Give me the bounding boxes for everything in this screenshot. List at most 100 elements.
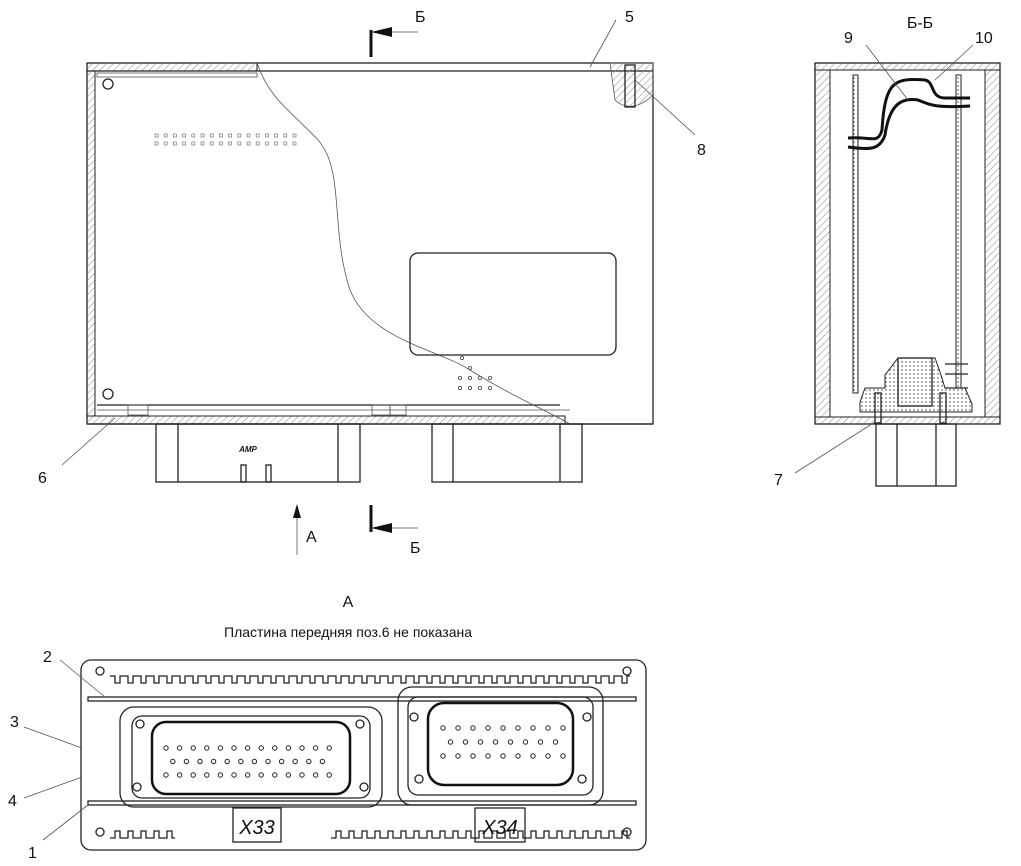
contact-pin [500,753,506,759]
contact-pin [455,725,461,731]
rail-top [87,696,637,702]
contact-pin [560,725,566,731]
label-window [409,252,617,356]
pin [292,133,297,138]
contact-pin [500,725,506,731]
callout-8: 8 [697,142,706,159]
pin [219,133,223,138]
connector-x34[interactable] [397,686,604,806]
contact-pin [462,739,469,745]
contact-pin [552,739,559,745]
contact-pin [197,758,203,765]
pin [173,133,177,138]
contact-pin [292,758,298,765]
pin [154,133,159,138]
connector-x33-body [155,423,361,483]
connector-x33[interactable] [119,706,383,808]
mount-hole-icon [102,78,114,90]
pin [219,141,223,146]
mount-hole-icon [102,388,114,400]
connector-label-x33: X33 [238,817,275,839]
pin [191,141,196,146]
contact-pin [190,745,196,751]
contact-pin [440,753,446,759]
contact-pin [204,745,210,751]
vent-hole [487,375,492,380]
pin [173,141,177,146]
contact-pin [190,772,196,778]
pin [182,133,186,138]
contact-pin [170,758,176,765]
callout-10: 10 [975,30,993,47]
contact-pin [204,772,210,778]
contact-pin [326,745,332,751]
contact-pin [447,739,454,745]
callout-6: 6 [38,470,47,487]
amp-logo: AMP [238,445,257,454]
contact-pin [515,753,521,759]
section-mark-top: Б [415,9,426,26]
contact-pin [163,772,169,778]
contact-pin [272,745,278,751]
rail-bottom [87,800,637,806]
contact-pin [312,772,319,778]
callout-1: 1 [28,845,37,862]
callout-9: 9 [844,30,853,47]
top-wall-hatch [86,62,258,72]
pin [237,141,242,146]
pin [274,141,278,146]
section-view: Б-Б 9 10 7 [774,15,1001,489]
contact-pin [515,725,521,731]
contact-pin [285,745,292,751]
contact-pin [299,745,305,751]
contact-pin [258,745,264,751]
vent-hole [467,365,472,370]
pin [154,141,159,146]
contact-pin [258,772,264,778]
heatsink-fins-top [110,675,630,684]
contact-pin [492,739,499,745]
contact-pin [278,758,285,765]
pin [283,133,288,138]
contact-pin [560,753,566,759]
housing-outline [86,62,654,425]
contact-pin [231,772,237,778]
pin [182,141,186,146]
contact-pin [210,758,217,765]
contact-pin [530,753,536,759]
pin [209,141,214,146]
vent-hole [459,355,464,360]
contact-pin [477,739,484,745]
pin [265,133,269,138]
pin [255,141,260,146]
connector-x34-body [431,423,583,483]
vent-hole [467,385,472,390]
contact-pin [312,745,319,751]
wire-10 [847,78,970,141]
pin [228,141,232,146]
contact-pin [244,772,251,778]
contact-pin [470,753,476,759]
pin [228,133,232,138]
contact-pin [217,772,224,778]
pin [163,133,168,138]
pcb-right [955,74,962,394]
contact-pin [183,758,190,765]
front-plate-hatch [86,415,566,425]
contact-pin [285,772,292,778]
view-arrow-label: А [306,529,317,546]
vent-hole [487,385,492,390]
left-wall-hatch [86,70,96,417]
vent-hole [457,375,462,380]
contact-pin [231,745,237,751]
pin [200,133,205,138]
view-a: А Пластина передняя поз.6 не показана X3… [8,594,647,862]
contact-pin [319,758,326,765]
pin [237,133,242,138]
base-plate [80,659,647,851]
contact-pin [545,753,551,759]
section-title: Б-Б [907,15,933,32]
contact-pin [470,725,476,731]
contact-pin [485,725,491,731]
pin [265,141,269,146]
